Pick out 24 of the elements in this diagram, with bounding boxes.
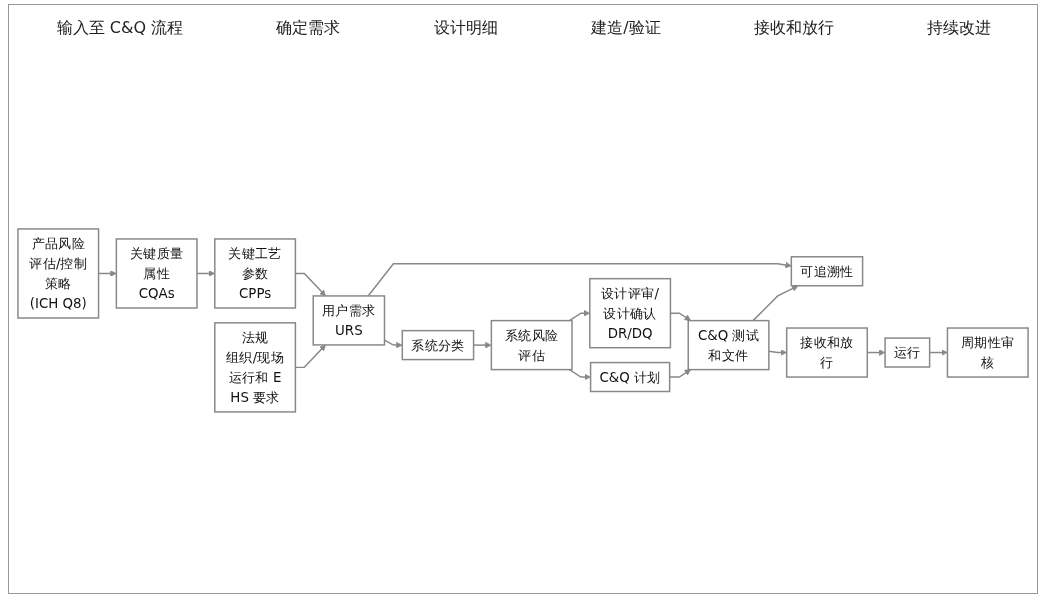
stage-heading: 输入至 C&Q 流程 <box>56 17 184 39</box>
stage-heading: 确定需求 <box>276 17 341 39</box>
stage-heading: 持续改进 <box>927 17 992 39</box>
node-box: 关键工艺参数 CPPs <box>214 237 297 309</box>
stage-heading: 接收和放行 <box>753 17 834 39</box>
stage-heading: 设计明细 <box>433 17 498 39</box>
node-box: 周期性审核 <box>946 326 1029 378</box>
node-box: 用户需求 URS <box>312 294 386 346</box>
node-box: 接收和放行 <box>785 326 868 378</box>
node-box: 系统分类 <box>401 329 475 360</box>
stage-heading: 建造/验证 <box>591 17 661 39</box>
arrow <box>367 261 792 297</box>
node-box: C&Q 计划 <box>589 361 671 392</box>
node-box: 系统风险评估 <box>490 319 573 370</box>
node-box: 运行 <box>884 336 931 368</box>
arrow <box>568 368 591 380</box>
node-box: 设计评审/设计确认 DR/DQ <box>589 277 672 348</box>
node-box: 可追溯性 <box>790 255 864 287</box>
arrow <box>768 348 787 356</box>
arrow <box>752 285 799 321</box>
node-box: 法规 组织/现场运行和 EHS 要求 <box>214 321 297 413</box>
node-box: C&Q 测试和文件 <box>687 319 770 370</box>
node-box: 关键质量属性 CQAs <box>115 237 198 309</box>
node-box: 产品风险评估/控制策略 (ICH Q8) <box>17 227 100 319</box>
